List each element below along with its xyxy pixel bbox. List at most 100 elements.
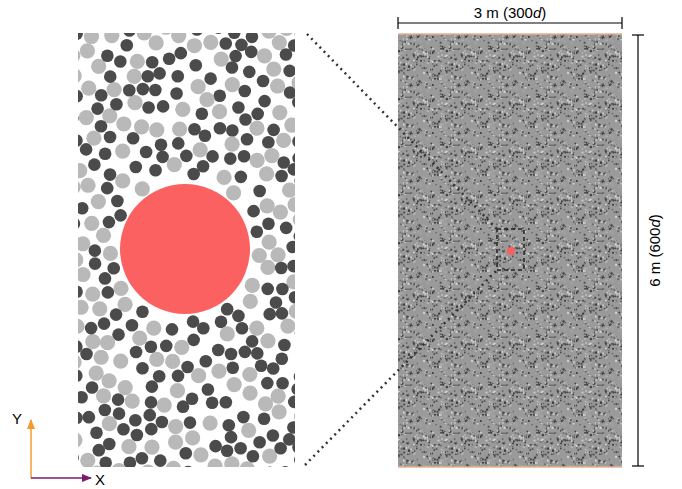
grain bbox=[272, 404, 287, 419]
grain bbox=[101, 373, 116, 388]
grain bbox=[179, 447, 192, 460]
grain bbox=[187, 38, 202, 53]
grain bbox=[78, 300, 89, 315]
grain bbox=[263, 467, 276, 468]
intruder-dot bbox=[507, 247, 515, 255]
grain bbox=[246, 335, 259, 348]
grain bbox=[174, 340, 189, 355]
grain bbox=[291, 383, 295, 396]
grain bbox=[261, 283, 274, 296]
grain bbox=[253, 185, 266, 198]
grain bbox=[145, 341, 158, 354]
grain bbox=[78, 33, 83, 40]
grain bbox=[126, 319, 139, 332]
grain bbox=[135, 181, 150, 196]
grain bbox=[223, 419, 236, 432]
grain bbox=[113, 407, 126, 420]
grain bbox=[99, 456, 112, 467]
grain bbox=[228, 33, 241, 39]
grain bbox=[136, 452, 149, 465]
grain bbox=[275, 170, 288, 183]
grain bbox=[120, 39, 133, 52]
grain bbox=[266, 61, 281, 76]
grain bbox=[78, 432, 83, 447]
grain bbox=[247, 450, 260, 463]
axis-label: X bbox=[95, 472, 105, 487]
grain bbox=[215, 316, 228, 329]
grain bbox=[96, 228, 111, 243]
grain bbox=[292, 441, 295, 454]
dimension-line bbox=[637, 35, 638, 466]
grain bbox=[279, 33, 294, 36]
grain bbox=[144, 440, 159, 455]
grain bbox=[84, 33, 99, 44]
grain bbox=[221, 444, 234, 457]
height-dimension: 6 m (600d) bbox=[646, 214, 661, 287]
grain bbox=[95, 120, 108, 133]
grain bbox=[241, 133, 254, 146]
grain bbox=[260, 333, 275, 348]
grain bbox=[146, 321, 161, 336]
grain bbox=[110, 98, 123, 111]
domain-ground bbox=[398, 34, 622, 467]
grain bbox=[134, 119, 149, 134]
grain bbox=[258, 396, 273, 411]
grain bbox=[94, 350, 109, 365]
grain bbox=[189, 59, 202, 72]
grain bbox=[214, 122, 227, 135]
grain bbox=[96, 388, 111, 403]
grain bbox=[89, 257, 102, 270]
grain bbox=[214, 51, 229, 66]
grain bbox=[257, 75, 270, 88]
grain bbox=[261, 377, 274, 390]
y-axis-arrow bbox=[30, 420, 32, 478]
grain bbox=[253, 436, 266, 449]
grain bbox=[111, 463, 126, 467]
grain bbox=[136, 362, 149, 375]
grain bbox=[111, 195, 124, 208]
grain bbox=[225, 77, 240, 92]
grain bbox=[242, 367, 257, 382]
grain bbox=[149, 35, 164, 50]
grain bbox=[246, 33, 259, 43]
grain bbox=[259, 166, 274, 181]
grain bbox=[193, 142, 208, 157]
grain bbox=[232, 101, 245, 114]
grain bbox=[78, 236, 90, 251]
grain bbox=[287, 260, 295, 273]
grain bbox=[294, 33, 295, 41]
grain bbox=[260, 260, 275, 275]
grain bbox=[171, 70, 184, 83]
grain bbox=[80, 453, 95, 467]
grain bbox=[276, 352, 289, 365]
grain bbox=[239, 113, 252, 126]
grain bbox=[88, 158, 101, 171]
grain bbox=[191, 368, 206, 383]
grain bbox=[78, 412, 83, 425]
grain bbox=[130, 346, 143, 359]
grain bbox=[270, 78, 285, 93]
grain bbox=[180, 150, 193, 163]
grain bbox=[78, 286, 83, 299]
grain bbox=[235, 171, 248, 184]
grain bbox=[83, 411, 96, 424]
grain bbox=[103, 246, 118, 261]
grain bbox=[154, 454, 167, 467]
grain bbox=[271, 389, 286, 404]
grain bbox=[187, 168, 200, 181]
grain bbox=[130, 54, 145, 69]
grain bbox=[227, 377, 242, 392]
grain bbox=[132, 330, 147, 345]
grain bbox=[277, 156, 290, 169]
grain bbox=[287, 421, 295, 434]
grain bbox=[226, 185, 241, 200]
grain bbox=[258, 412, 271, 425]
grain bbox=[78, 369, 83, 382]
grain bbox=[93, 444, 106, 457]
grain bbox=[245, 46, 258, 59]
grain bbox=[78, 163, 87, 178]
width-dimension: 3 m (300d) bbox=[474, 5, 547, 20]
grain bbox=[225, 348, 238, 361]
